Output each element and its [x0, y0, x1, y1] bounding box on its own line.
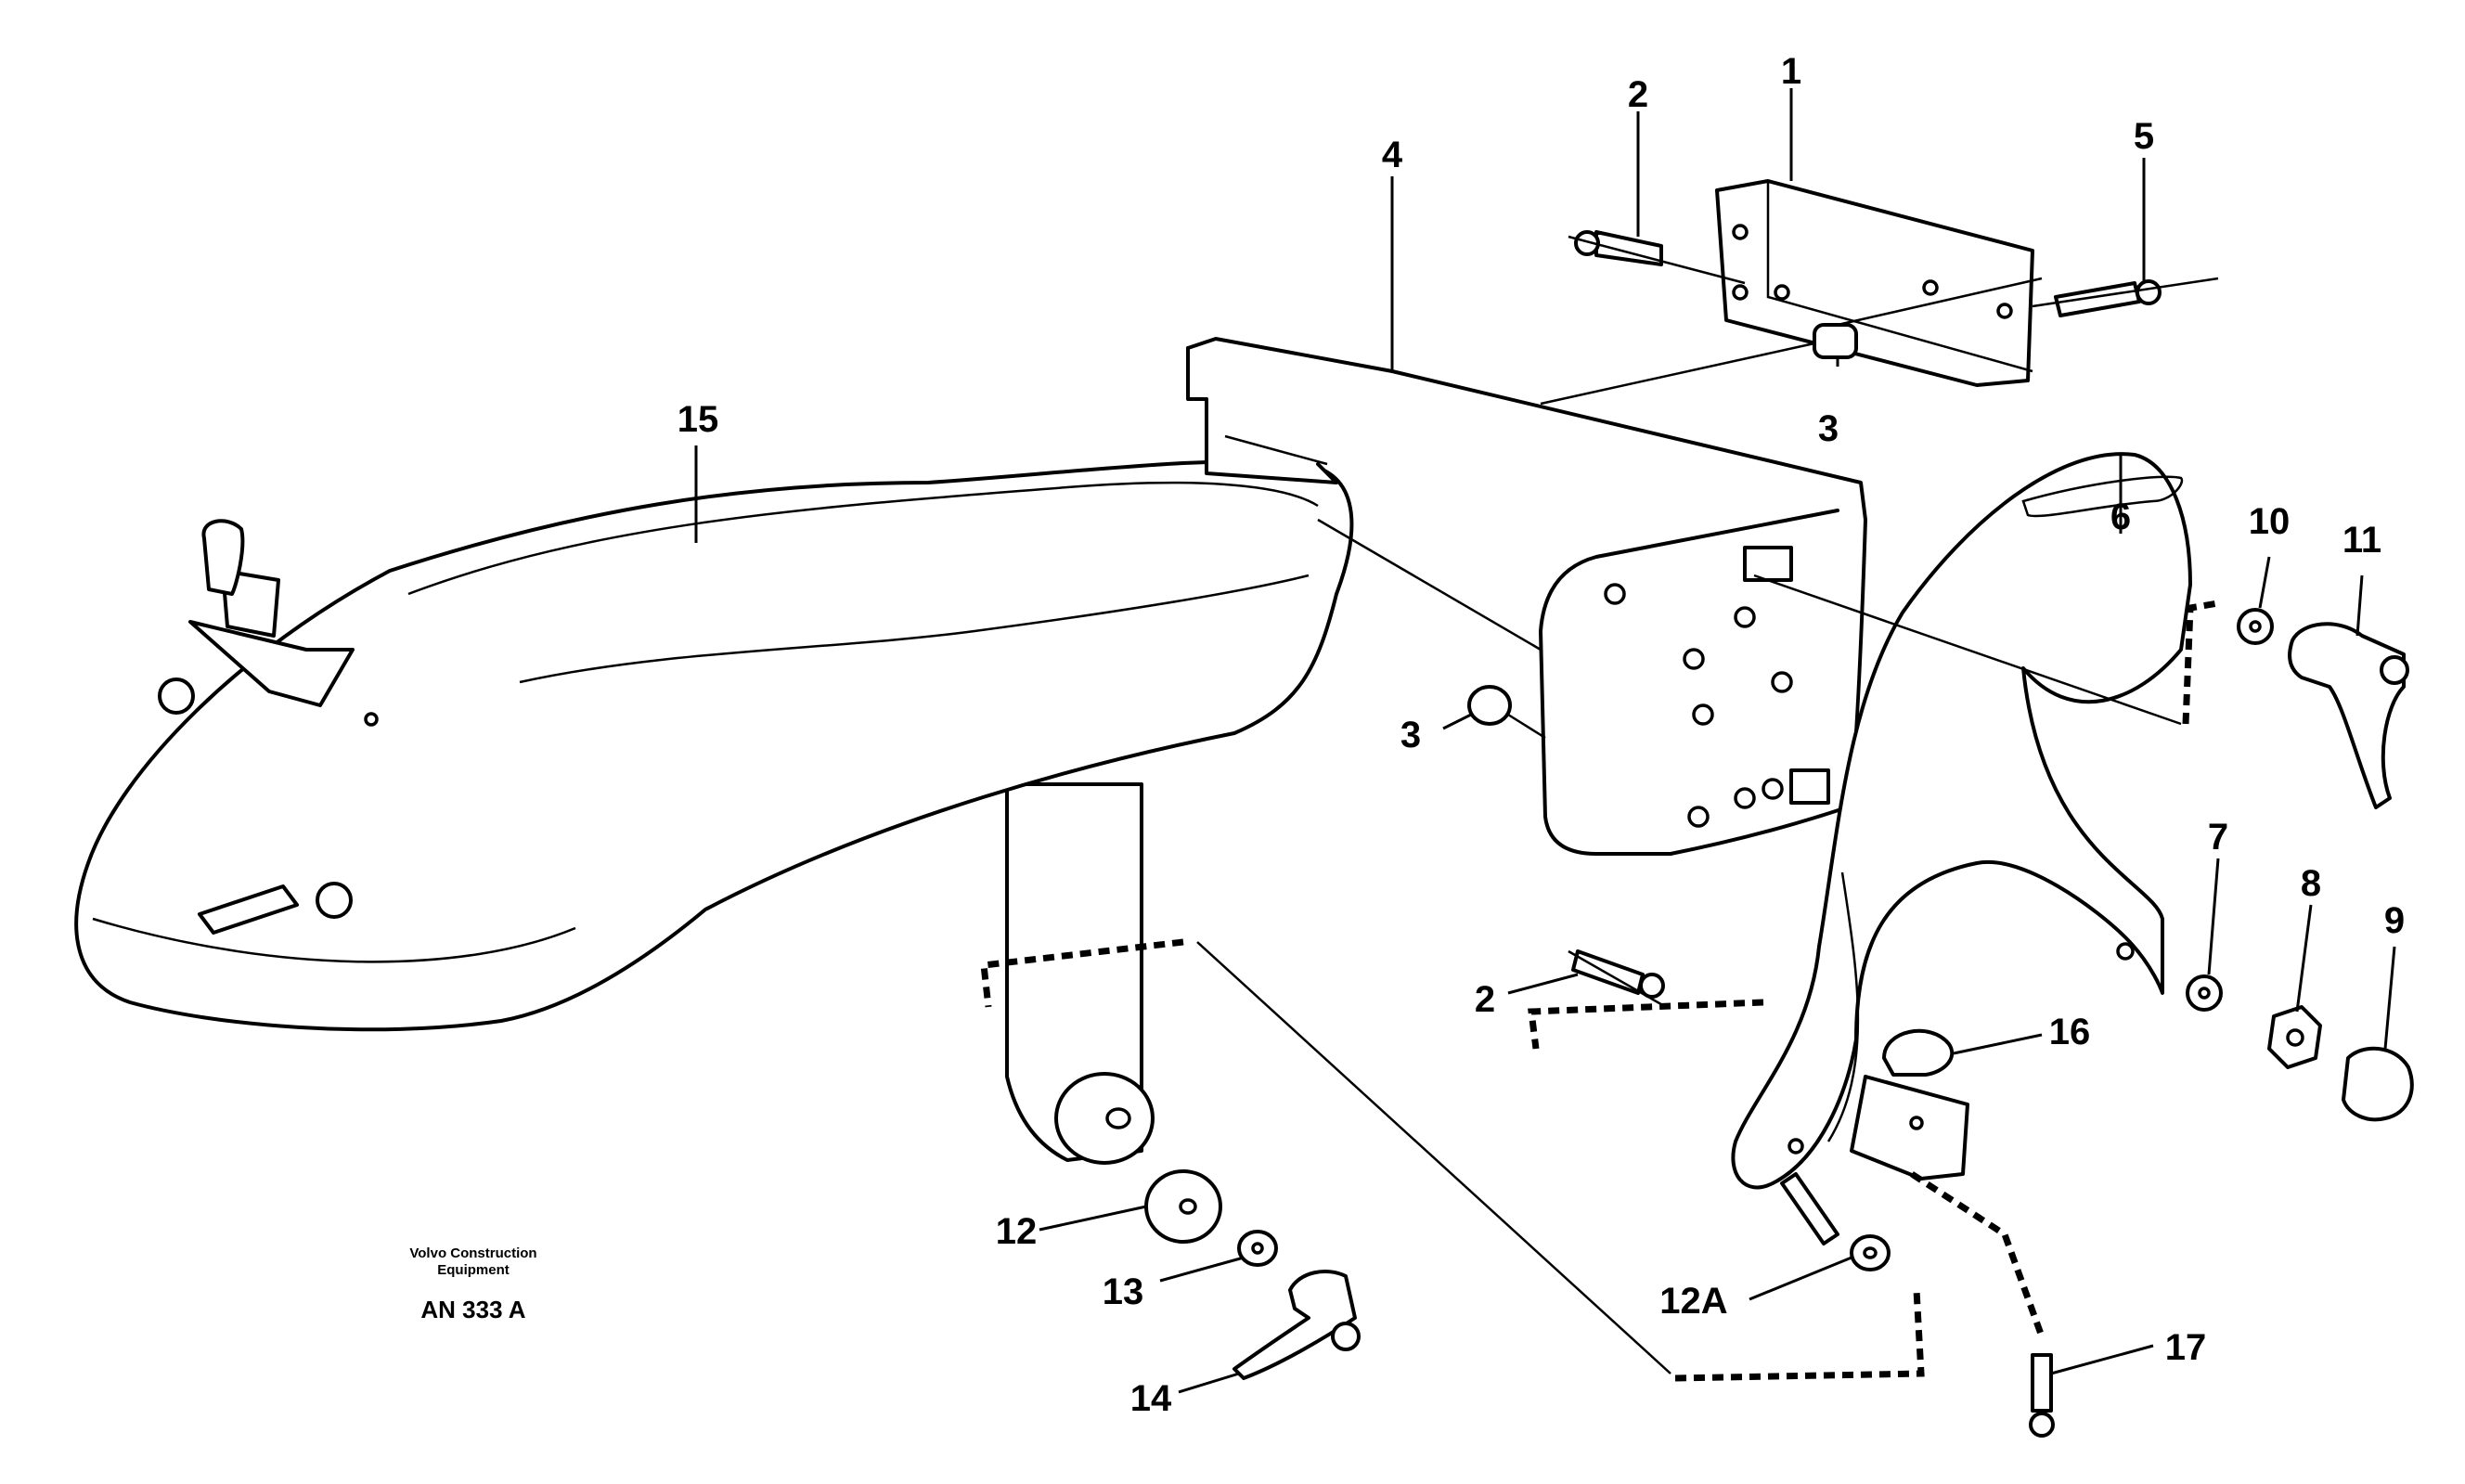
caption-company: Volvo Construction [409, 1245, 536, 1261]
callout-17: 17 [2165, 1327, 2207, 1368]
washer-part-13 [1237, 1230, 1278, 1267]
callout-16: 16 [2049, 1012, 2091, 1052]
screw-part-12a [1780, 1172, 1839, 1245]
callout-labels: 1 2 5 4 3 3 15 6 10 11 7 8 9 16 2 12 13 … [678, 51, 2405, 1419]
callout-13: 13 [1103, 1271, 1144, 1312]
callout-12a: 12A [1659, 1281, 1727, 1322]
caption-division: Equipment [437, 1262, 510, 1278]
callout-2-upper: 2 [1628, 74, 1648, 115]
washer-part-7 [2186, 974, 2223, 1012]
cap-part-9 [2342, 1046, 2414, 1122]
callout-4: 4 [1382, 135, 1403, 175]
assembly-paths [980, 574, 2219, 1382]
screw-part-2-upper [1568, 230, 1746, 285]
screw-part-5 [2032, 277, 2219, 317]
cap-part-16 [1882, 1028, 1955, 1077]
washer-part-12 [1144, 1169, 1222, 1244]
spacer-part-3-lower [1467, 685, 1546, 740]
bracket-part-1 [1715, 179, 2034, 387]
screw-part-17 [2029, 1353, 2055, 1438]
callout-9: 9 [2384, 900, 2405, 941]
callout-11: 11 [2342, 520, 2381, 561]
callout-1: 1 [1781, 51, 1801, 92]
callout-14: 14 [1130, 1378, 1172, 1419]
spacer-part-3-upper [1540, 277, 2043, 406]
callout-12: 12 [996, 1211, 1038, 1252]
callout-3-upper: 3 [1818, 408, 1839, 449]
washer-part-12a [1850, 1234, 1891, 1271]
drawing-caption: Volvo Construction Equipment AN 333 A [409, 1245, 536, 1323]
callout-5: 5 [2134, 116, 2154, 157]
callout-15: 15 [678, 399, 719, 440]
lever-part-11 [2288, 622, 2409, 809]
armrest-part-15 [74, 459, 1354, 1165]
callout-8: 8 [2301, 863, 2321, 904]
callout-7: 7 [2208, 817, 2228, 858]
callout-6: 6 [2110, 497, 2131, 537]
lever-part-14 [1232, 1270, 1361, 1380]
callout-leaders [694, 88, 2396, 1394]
nut-part-8 [2267, 1005, 2322, 1069]
washer-part-10 [2237, 608, 2274, 645]
bracket-part-4 [1186, 337, 1867, 856]
bracket-part-6 [1731, 452, 2192, 1190]
screw-part-2-lower [1568, 949, 1667, 1009]
callout-3-lower: 3 [1400, 715, 1421, 755]
joystick-icon [188, 519, 355, 707]
callout-10: 10 [2249, 501, 2291, 542]
callout-2-lower: 2 [1475, 979, 1495, 1020]
caption-drawing-code: AN 333 A [420, 1296, 525, 1323]
